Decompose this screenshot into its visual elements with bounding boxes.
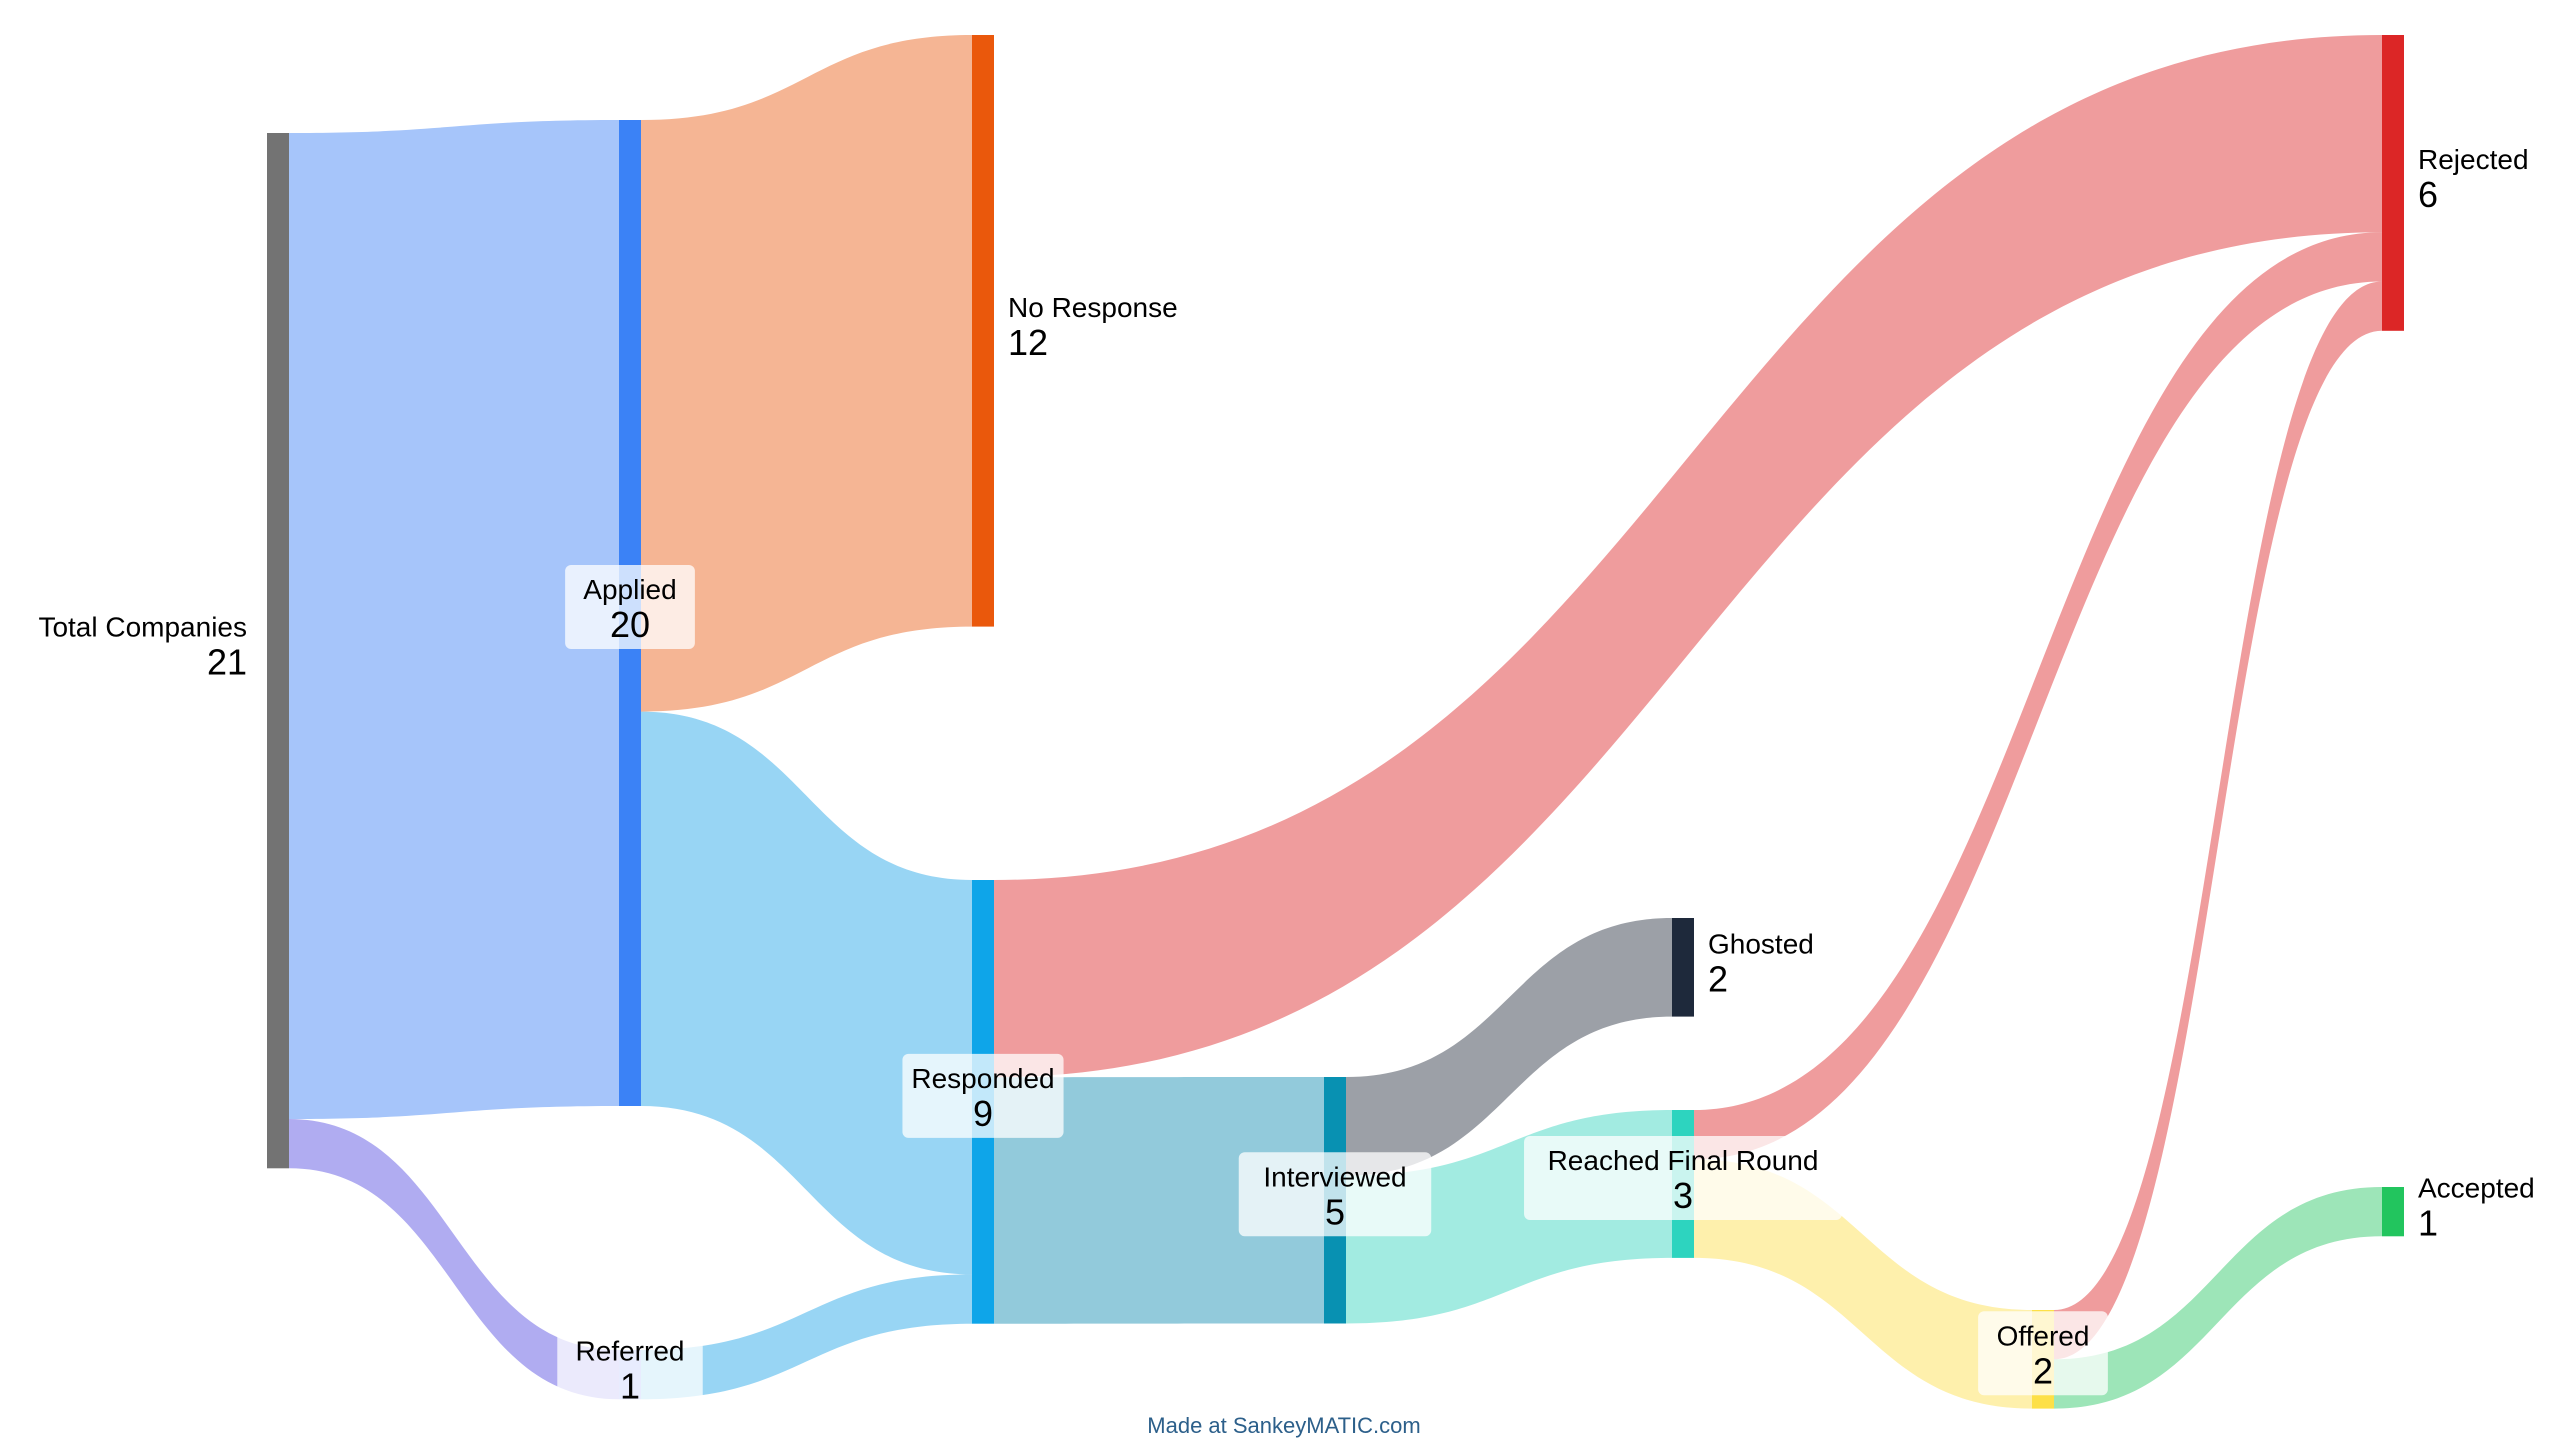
label-ghosted-name: Ghosted [1708, 928, 1814, 959]
label-rejected-name: Rejected [2418, 144, 2529, 175]
flow-layer [289, 35, 2382, 1409]
node-accepted[interactable] [2382, 1187, 2404, 1237]
label-rejected-value: 6 [2418, 174, 2438, 215]
label-responded-name: Responded [911, 1063, 1054, 1094]
label-offered-name: Offered [1997, 1320, 2090, 1351]
node-total[interactable] [267, 133, 289, 1169]
flow-responded-to-rejected[interactable] [994, 35, 2382, 1078]
label-referred-name: Referred [576, 1336, 685, 1367]
label-total-value: 21 [207, 642, 247, 683]
label-referred-background [557, 1326, 703, 1411]
flow-offered-to-accepted[interactable] [2054, 1187, 2382, 1409]
label-offered-value: 2 [2033, 1350, 2053, 1391]
label-offered-background [1978, 1311, 2108, 1396]
label-total-name: Total Companies [38, 612, 247, 643]
node-noresp[interactable] [972, 35, 994, 627]
label-responded-value: 9 [973, 1093, 993, 1134]
node-ghosted[interactable] [1672, 918, 1694, 1017]
label-accepted-name: Accepted [2418, 1173, 2535, 1204]
credit-link[interactable]: Made at SankeyMATIC.com [1147, 1413, 1420, 1438]
flow-total-to-applied[interactable] [289, 120, 619, 1119]
label-responded-background [902, 1053, 1064, 1138]
label-applied-name: Applied [583, 574, 676, 605]
label-referred-value: 1 [620, 1366, 640, 1407]
label-final-name: Reached Final Round [1548, 1145, 1819, 1176]
label-noresp-name: No Response [1008, 292, 1178, 323]
flow-total-to-referred[interactable] [289, 1119, 619, 1400]
node-rejected[interactable] [2382, 35, 2404, 331]
label-final-value: 3 [1673, 1175, 1693, 1216]
flow-final-to-rejected[interactable] [1694, 232, 2382, 1160]
label-interviewed-name: Interviewed [1263, 1161, 1406, 1192]
label-interviewed-value: 5 [1325, 1191, 1345, 1232]
label-applied-value: 20 [610, 604, 650, 645]
node-layer [267, 35, 2404, 1409]
label-interviewed-background [1238, 1152, 1432, 1237]
label-applied-background [565, 565, 695, 649]
flow-final-to-offered[interactable] [1694, 1159, 2032, 1409]
label-ghosted-value: 2 [1708, 958, 1728, 999]
flow-responded-to-interviewed[interactable] [994, 1077, 1324, 1324]
label-final-background [1524, 1135, 1842, 1220]
label-accepted-value: 1 [2418, 1203, 2438, 1244]
flow-offered-to-rejected[interactable] [2054, 281, 2382, 1360]
flow-referred-to-responded[interactable] [641, 1274, 972, 1400]
label-noresp-value: 12 [1008, 322, 1048, 363]
flow-applied-to-responded[interactable] [641, 711, 972, 1275]
flow-applied-to-noresp[interactable] [641, 35, 972, 712]
flow-interviewed-to-ghosted[interactable] [1346, 918, 1672, 1176]
